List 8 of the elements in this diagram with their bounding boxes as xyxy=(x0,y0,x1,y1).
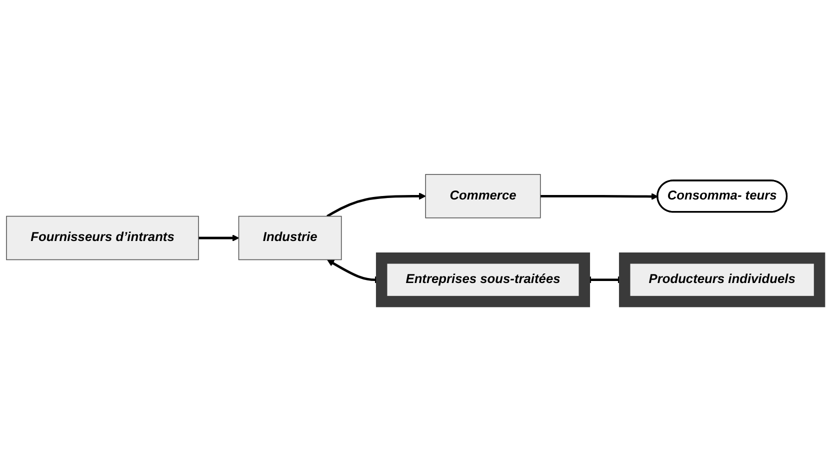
arrow xyxy=(540,192,658,200)
node-box: Commerce xyxy=(425,174,541,218)
node-box: Producteurs individuels xyxy=(618,252,826,308)
node-box: Industrie xyxy=(238,216,342,260)
arrow xyxy=(326,192,426,218)
node-box: Entreprises sous-traitées xyxy=(376,252,590,308)
arrow xyxy=(198,234,240,242)
node-box: Fournisseurs d’intrants xyxy=(6,216,199,260)
